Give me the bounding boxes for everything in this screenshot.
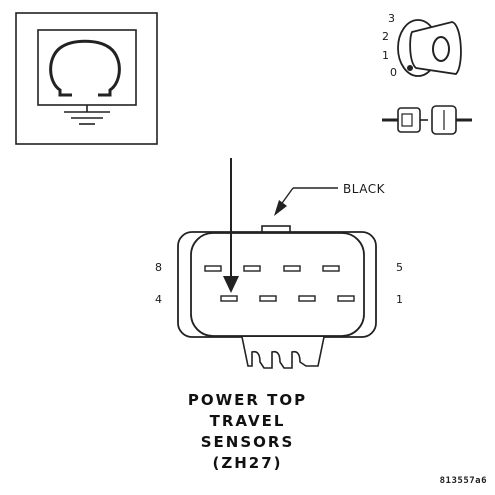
title-line-4: (ZH27) (212, 454, 283, 472)
title-line-3: SENSORS (200, 433, 295, 451)
ohmmeter-icon (15, 12, 158, 145)
pin-label-5: 5 (396, 261, 403, 274)
ignition-position-3: 3 (388, 12, 395, 25)
wire-color-label: BLACK (343, 182, 386, 196)
terminal-cavity (220, 295, 238, 302)
pin-label-8: 8 (155, 261, 162, 274)
terminal-cavity (259, 295, 277, 302)
terminal-cavity (337, 295, 355, 302)
terminal-row-bottom (220, 295, 355, 302)
terminal-cavity (283, 265, 301, 272)
terminal-row-top (204, 265, 340, 272)
terminal-cavity (204, 265, 222, 272)
figure-number: 813557a6 (439, 476, 487, 486)
test-probe-arrow (223, 158, 239, 293)
wire-color-callout: BLACK (274, 182, 386, 216)
connector-body (177, 225, 377, 369)
terminal-cavity (322, 265, 340, 272)
ignition-position-1: 1 (382, 49, 389, 62)
terminal-cavity (298, 295, 316, 302)
disconnect-connector-icon (382, 105, 472, 135)
terminal-cavity (243, 265, 261, 272)
title-line-2: TRAVEL (209, 412, 286, 430)
ignition-position-0: 0 (390, 66, 397, 79)
ignition-switch-icon: 3 2 1 0 (382, 12, 462, 79)
title-line-1: POWER TOP (187, 391, 308, 409)
pin-label-4: 4 (155, 293, 162, 306)
pin-label-1: 1 (396, 293, 403, 306)
ignition-position-2: 2 (382, 30, 389, 43)
